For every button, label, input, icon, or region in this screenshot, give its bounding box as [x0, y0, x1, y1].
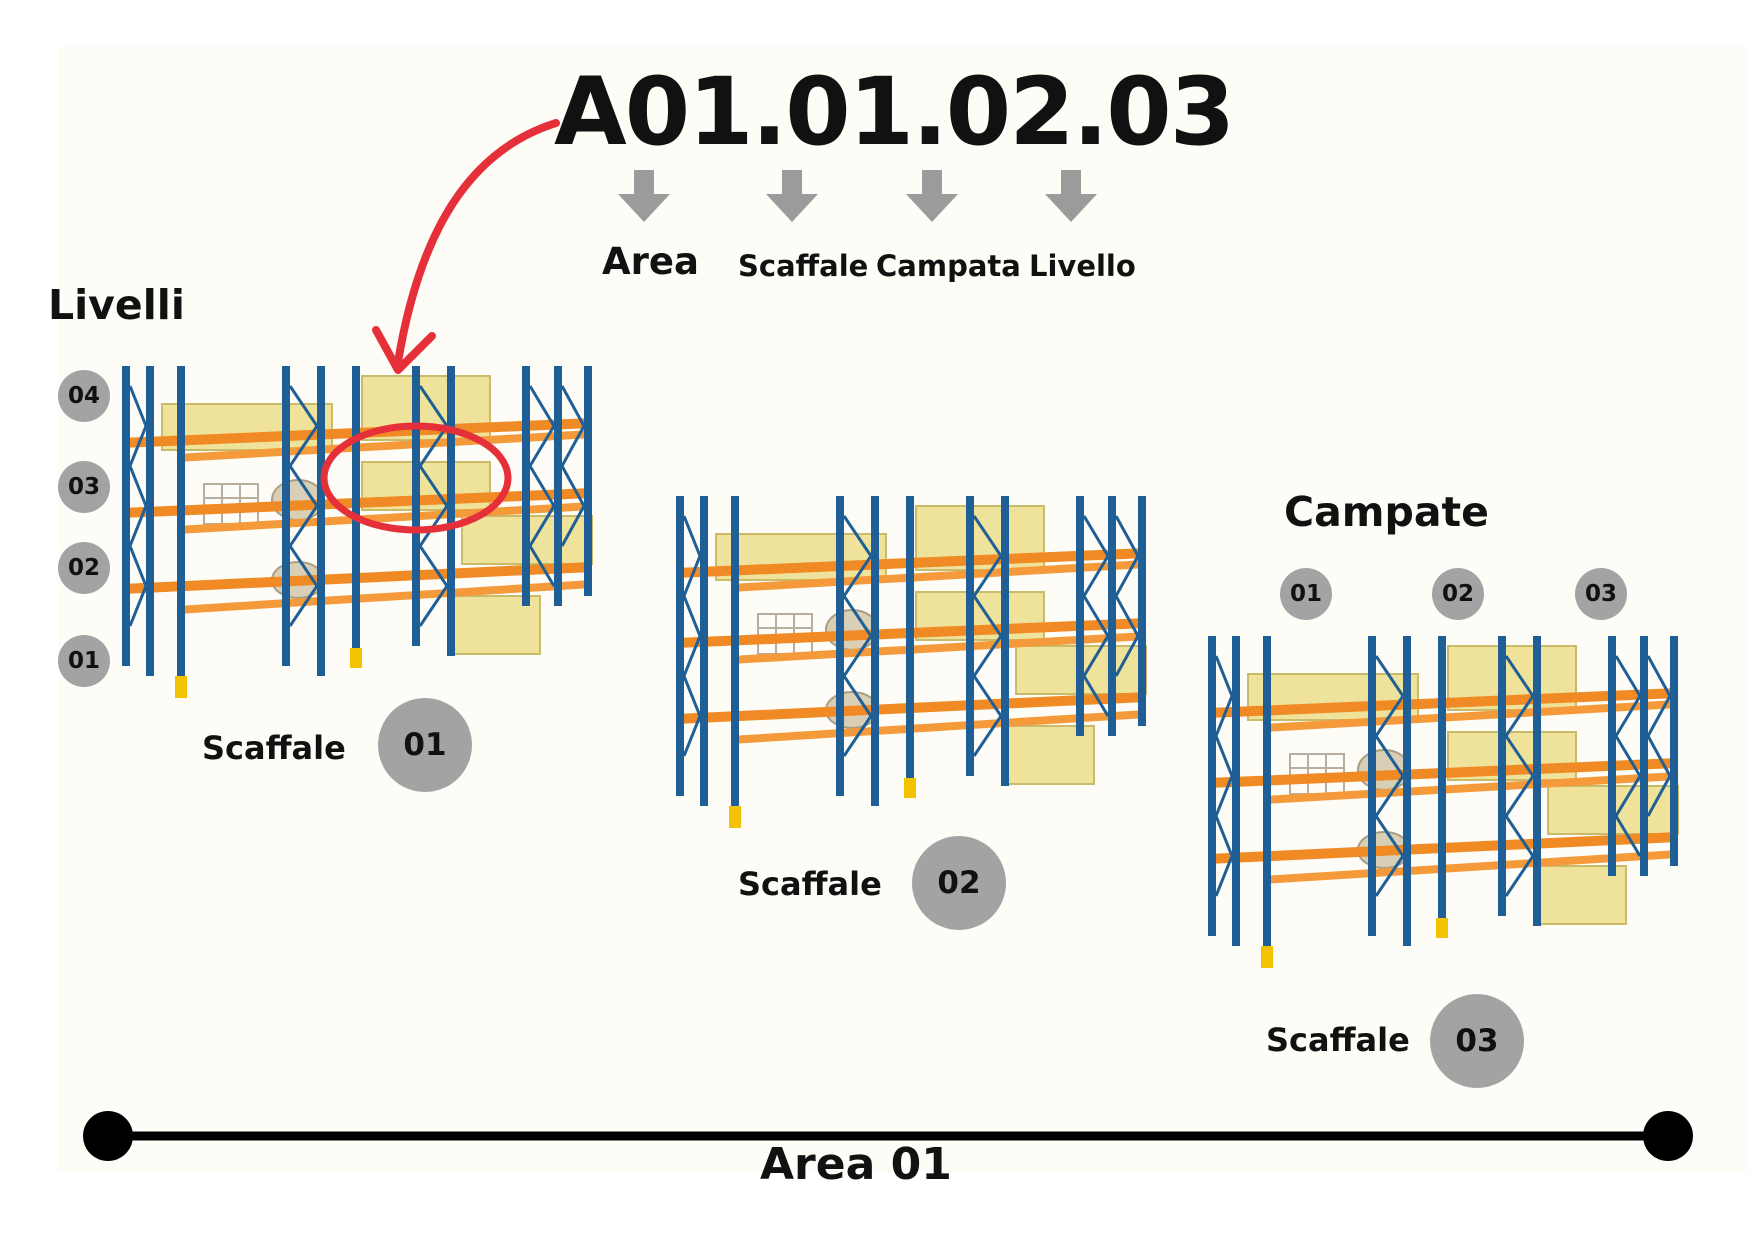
segment-label-area: Area: [602, 240, 699, 283]
shelf-label: Scaffale: [202, 729, 346, 767]
arrow-down-icon: [906, 170, 958, 222]
shelf-badge: 02: [912, 836, 1006, 930]
shelf-label: Scaffale: [1266, 1021, 1410, 1059]
level-badge: 01: [58, 635, 110, 687]
arrow-down-icon: [766, 170, 818, 222]
area-label: Area 01: [760, 1139, 952, 1190]
pointer-arrow: [394, 119, 560, 366]
levels-title: Livelli: [48, 281, 185, 329]
segment-label-scaffale: Scaffale: [738, 249, 869, 283]
shelf-label: Scaffale: [738, 865, 882, 903]
bays-title: Campate: [1284, 488, 1489, 536]
bay-badge: 03: [1575, 568, 1627, 620]
shelf-badge: 01: [378, 698, 472, 792]
segment-label-livello: Livello: [1029, 249, 1136, 283]
bay-badge: 01: [1280, 568, 1332, 620]
arrow-down-icon: [618, 170, 670, 222]
bay-badge: 02: [1432, 568, 1484, 620]
axis-endpoint-left: [83, 1111, 133, 1161]
segment-label-campata: Campata: [876, 249, 1021, 283]
level-badge: 02: [58, 542, 110, 594]
level-badge: 03: [58, 461, 110, 513]
arrow-down-icon: [1045, 170, 1097, 222]
axis-endpoint-right: [1643, 1111, 1693, 1161]
location-code: A01.01.02.03: [554, 58, 1235, 167]
shelf-badge: 03: [1430, 994, 1524, 1088]
level-badge: 04: [58, 370, 110, 422]
highlight-circle: [320, 422, 512, 534]
